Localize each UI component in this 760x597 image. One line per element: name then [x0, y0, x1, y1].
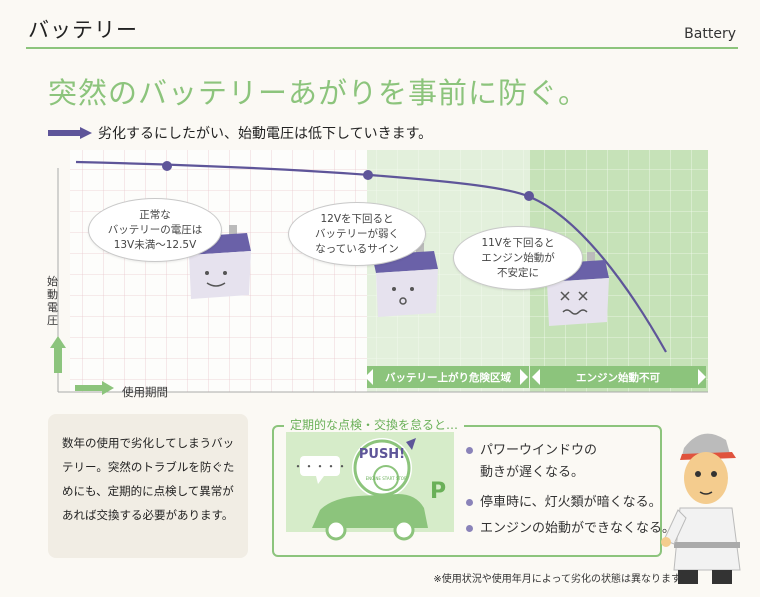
stage-point-1: [162, 161, 172, 171]
bullet-icon: [466, 525, 473, 532]
zone-label-danger: バッテリー上がり危険区域: [367, 366, 529, 388]
start-button-label: ENGINE START STOP: [366, 476, 407, 481]
tip-item-2: 停車時に、灯火類が暗くなる。: [466, 492, 662, 514]
push-label: PUSH!: [359, 447, 405, 462]
tips-box: [272, 425, 662, 557]
zone-label-no-start: エンジン始動不可: [530, 366, 706, 388]
stage-bubble-2: 12Vを下回ると バッテリーが弱く なっているサイン: [288, 202, 426, 266]
speech-dots: ・・・・・: [293, 460, 348, 473]
zone-arrows: [365, 369, 706, 385]
stage-point-2: [363, 170, 373, 180]
parking-letter: P: [430, 479, 446, 504]
headline: 突然のバッテリーあがりを事前に防ぐ。: [48, 76, 589, 110]
subheading: 劣化するにしたがい、始動電圧は低下していきます。: [98, 126, 433, 142]
bullet-icon: [466, 499, 473, 506]
page-title-english: Battery: [684, 26, 736, 42]
bullet-icon: [466, 447, 473, 454]
right-arrow-icon: [75, 381, 114, 395]
tip-item-1: パワーウインドウの 動きが遅くなる。: [466, 440, 597, 484]
car-illustration: ・・・・・ PUSH! ENGINE START STOP P: [286, 432, 454, 541]
stage-bubble-3: 11Vを下回ると エンジン始動が 不安定に: [453, 226, 583, 290]
tips-title: 定期的な点検・交換を怠ると…: [284, 416, 465, 433]
note-text: 数年の使用で劣化してしまうバッテリー。突然のトラブルを防ぐためにも、定期的に点検…: [62, 436, 235, 522]
y-axis-label: 始動電圧: [47, 275, 58, 327]
arrow-right-icon: [48, 127, 92, 139]
voltage-chart: [50, 150, 708, 395]
header-divider: [26, 47, 738, 49]
x-axis-label: 使用期間: [122, 385, 168, 399]
voltage-curve: [75, 160, 667, 353]
stage-point-3: [524, 191, 534, 201]
note-box: [48, 414, 248, 558]
tip-item-3: エンジンの始動ができなくなる。: [466, 518, 675, 540]
stage-bubble-1: 正常な バッテリーの電圧は 13V未満〜12.5V: [88, 198, 222, 262]
push-arrow-icon: [406, 438, 416, 450]
mechanic-illustration: [661, 433, 741, 584]
up-arrow-icon: [50, 336, 66, 373]
page-title: バッテリー: [28, 18, 138, 42]
footnote: ※使用状況や使用年月によって劣化の状態は異なります。: [433, 574, 690, 585]
